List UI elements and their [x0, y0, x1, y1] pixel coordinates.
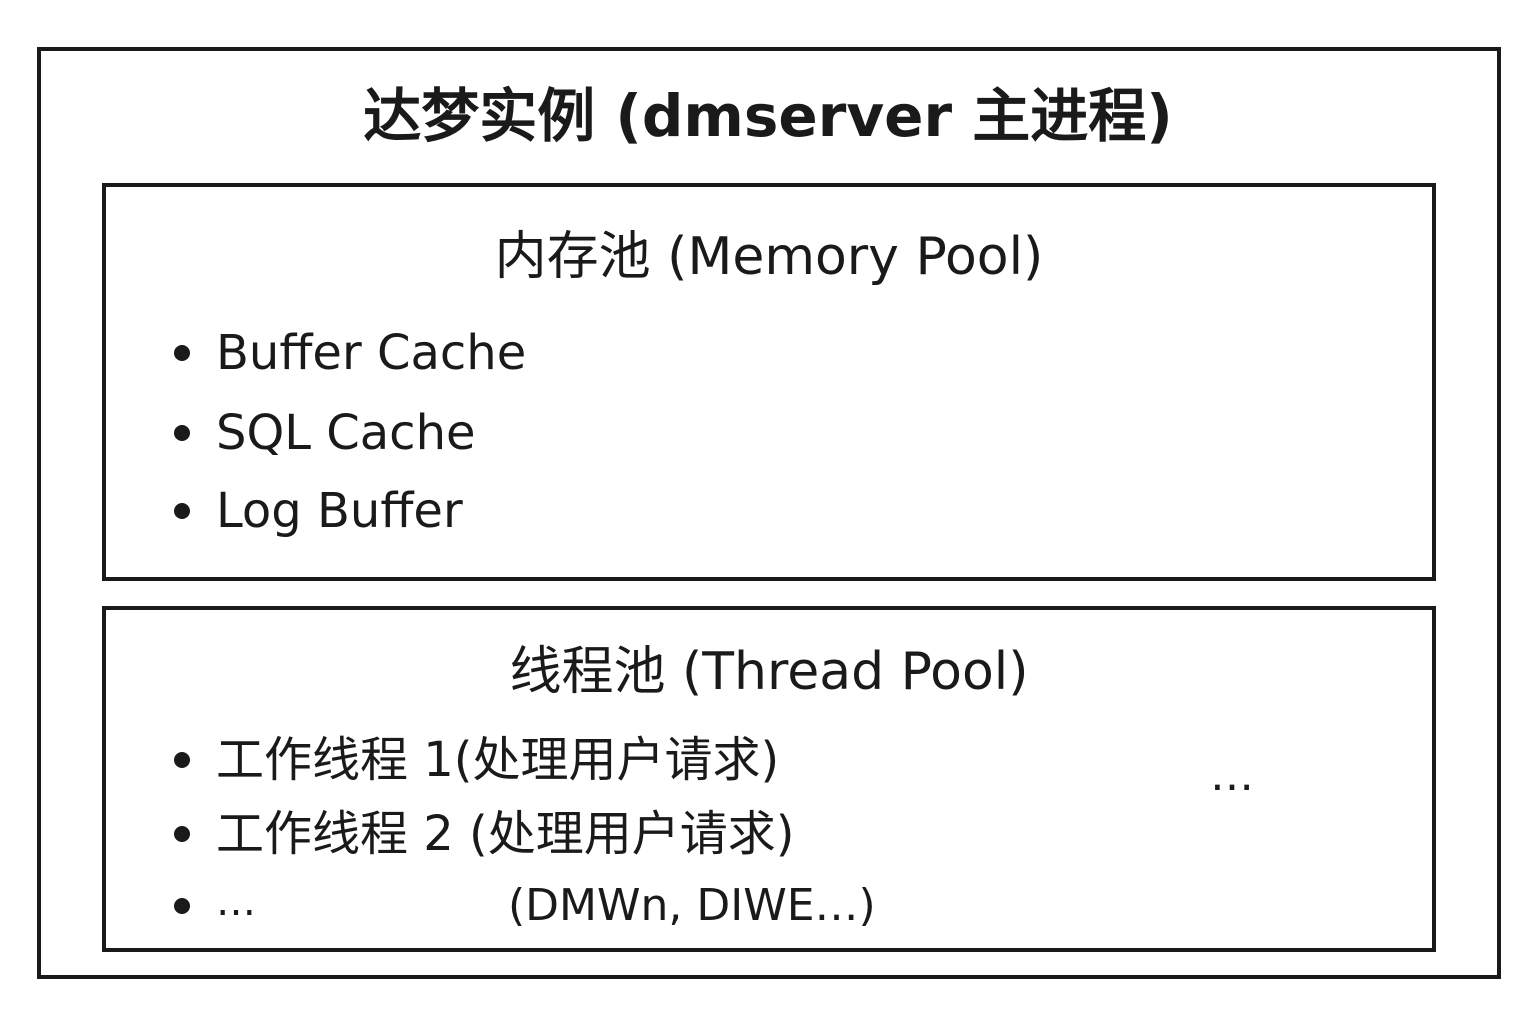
instance-container [37, 47, 1501, 979]
memory-pool-item-label: Log Buffer [216, 483, 463, 539]
background-threads-note: (DMWn, DIWE…) [508, 880, 876, 931]
memory-pool-item-label: Buffer Cache [216, 325, 527, 381]
thread-pool-box: 线程池 (Thread Pool) 工作线程 1(处理用户请求) 工作线程 2 … [102, 606, 1436, 952]
bullet-icon [174, 752, 190, 768]
bullet-icon [174, 898, 190, 914]
bullet-icon [174, 425, 190, 441]
memory-pool-title: 内存池 (Memory Pool) [494, 227, 1044, 287]
thread-pool-item-label: … [216, 879, 262, 925]
bullet-icon [174, 503, 190, 519]
bullet-icon [174, 826, 190, 842]
thread-pool-title: 线程池 (Thread Pool) [509, 642, 1029, 702]
thread-pool-item-label: 工作线程 1(处理用户请求) [216, 732, 780, 788]
memory-pool-item-label: SQL Cache [216, 405, 476, 461]
bullet-icon [174, 345, 190, 361]
thread-pool-item-label: 工作线程 2 (处理用户请求) [216, 806, 795, 862]
more-threads-ellipsis: … [1210, 750, 1262, 801]
instance-title: 达梦实例 (dmserver 主进程) [363, 82, 1173, 150]
memory-pool-box: 内存池 (Memory Pool) Buffer Cache SQL Cache… [102, 183, 1436, 581]
